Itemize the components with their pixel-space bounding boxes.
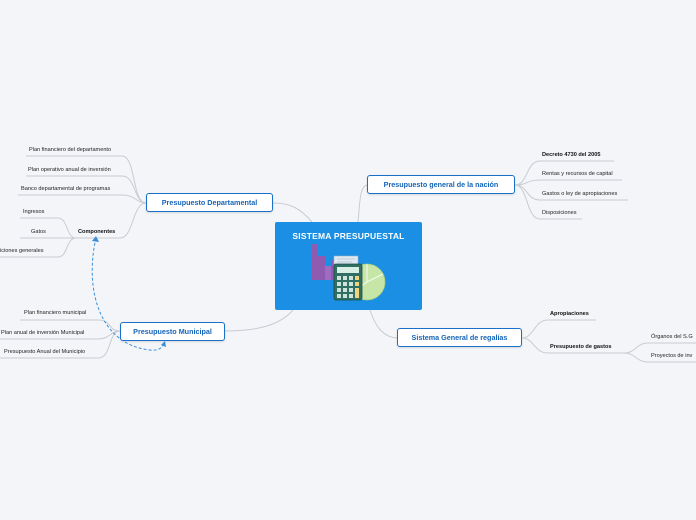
relationship-arrow-head <box>92 236 99 242</box>
connector-municipal <box>225 310 293 331</box>
topic-presupuesto-departamental[interactable]: Presupuesto Departamental <box>146 193 273 212</box>
subtopic-disposiciones[interactable]: Disposiciones <box>542 209 577 217</box>
topic-sistema-general-regalias[interactable]: Sistema General de regalías <box>397 328 522 347</box>
connector-reg-apropiaciones <box>522 320 596 338</box>
topic-label: Sistema General de regalías <box>412 333 508 342</box>
connector-dept-item-3 <box>18 195 146 203</box>
subtopic-apropiaciones[interactable]: Apropiaciones <box>550 310 589 318</box>
topic-label: Presupuesto general de la nación <box>384 180 499 189</box>
subtopic-ingresos[interactable]: Ingresos <box>23 208 44 216</box>
connector-regalias <box>370 310 397 338</box>
subtopic-plan-anual-inversion[interactable]: Plan anual de inversión Municipal <box>1 329 84 337</box>
subtopic-presupuesto-anual-municipio[interactable]: Presupuesto Anual del Municipio <box>4 348 85 356</box>
central-topic[interactable]: SISTEMA PRESUPUESTAL <box>275 222 422 310</box>
connector-nac-item-2 <box>515 180 622 185</box>
subtopic-decreto-4730[interactable]: Decreto 4730 del 2005 <box>542 151 600 159</box>
connector-departamental <box>273 203 312 222</box>
subtopic-componentes[interactable]: Componentes <box>78 228 115 236</box>
subtopic-plan-operativo-anual[interactable]: Plan operativo anual de inversión <box>28 166 111 174</box>
subtopic-banco-departamental[interactable]: Banco departamental de programas <box>21 185 110 193</box>
subtopic-proyectos-inversion[interactable]: Proyectos de inv <box>651 352 692 360</box>
calculator-chart-icon <box>308 244 390 306</box>
subtopic-gatos[interactable]: Gatos <box>31 228 46 236</box>
subtopic-plan-financiero-departamento[interactable]: Plan financiero del departamento <box>29 146 111 154</box>
relationship-arrow-tail <box>161 341 166 347</box>
subtopic-plan-financiero-municipal[interactable]: Plan financiero municipal <box>24 309 86 317</box>
topic-presupuesto-municipal[interactable]: Presupuesto Municipal <box>120 322 225 341</box>
topic-presupuesto-general-nacion[interactable]: Presupuesto general de la nación <box>367 175 515 194</box>
topic-label: Presupuesto Municipal <box>133 327 212 336</box>
subtopic-organos-sg[interactable]: Órganos del S.G <box>651 333 693 341</box>
topic-label: Presupuesto Departamental <box>162 198 257 207</box>
subtopic-gastos-ley-apropiaciones[interactable]: Gastos o ley de apropiaciones <box>542 190 617 198</box>
subtopic-disposiciones-generales[interactable]: iciones generales <box>0 247 44 255</box>
subtopic-rentas-recursos-capital[interactable]: Rentas y recursos de capital <box>542 170 613 178</box>
central-title: SISTEMA PRESUPUESTAL <box>275 231 422 241</box>
subtopic-presupuesto-gastos[interactable]: Presupuesto de gastos <box>550 343 612 351</box>
connector-comp-1 <box>20 218 76 238</box>
